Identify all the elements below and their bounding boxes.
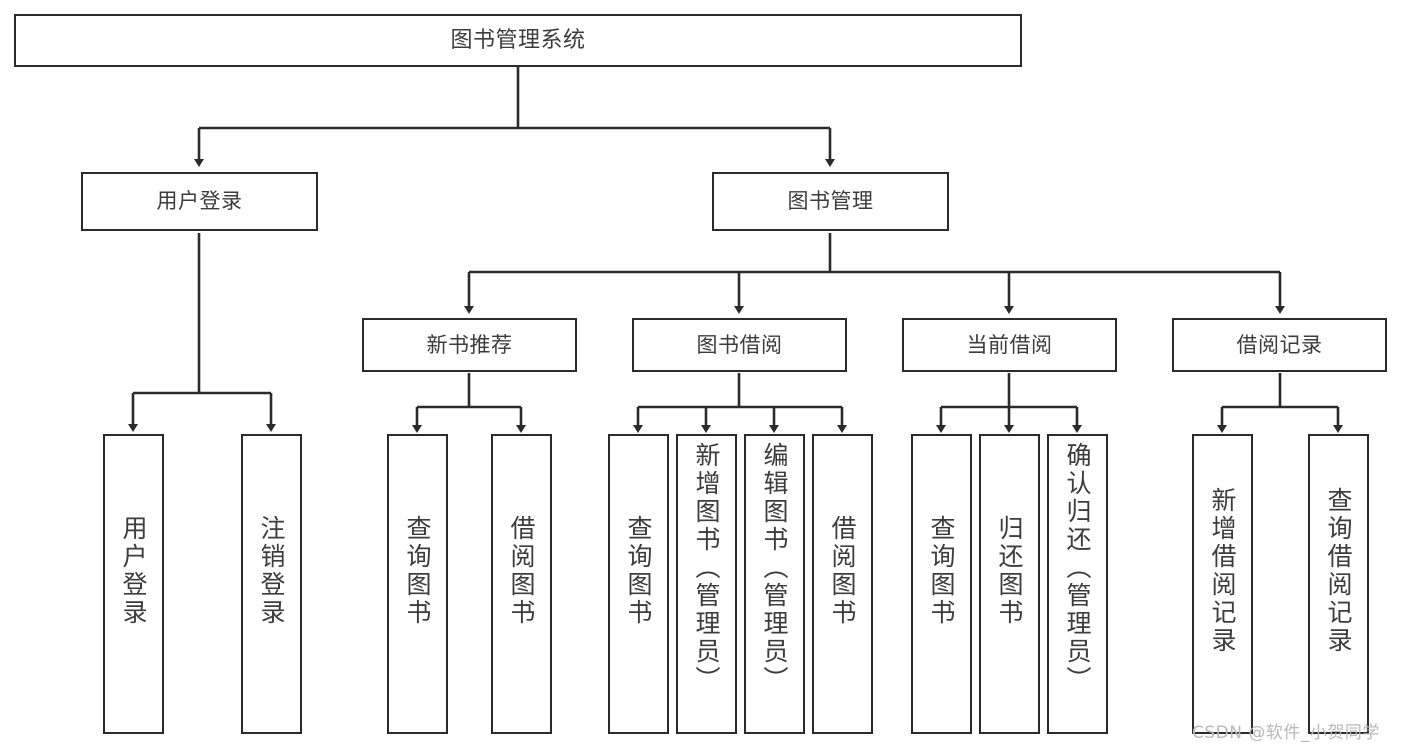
node-label: 图书借阅 (696, 332, 783, 357)
node-label: 新增借阅记录 (1208, 487, 1237, 655)
node-leaf-return-book[interactable]: 归还图书 (979, 434, 1040, 734)
node-label: 借阅记录 (1236, 332, 1323, 357)
node-book-borrow[interactable]: 图书借阅 (632, 318, 847, 372)
node-root-book-management-system[interactable]: 图书管理系统 (14, 14, 1022, 67)
node-label: 查询图书 (403, 515, 432, 627)
node-leaf-edit-book-admin[interactable]: 编辑图书（管理员） (744, 434, 805, 734)
node-book-manage[interactable]: 图书管理 (712, 172, 949, 231)
node-label: 注销登录 (257, 515, 286, 627)
node-new-book-recommend[interactable]: 新书推荐 (362, 318, 577, 372)
node-leaf-borrow-book-1[interactable]: 借阅图书 (491, 434, 552, 734)
node-label: 新增图书（管理员） (692, 442, 721, 694)
node-leaf-query-book-3[interactable]: 查询图书 (911, 434, 972, 734)
node-leaf-query-book-1[interactable]: 查询图书 (387, 434, 448, 734)
node-label: 借阅图书 (828, 515, 857, 627)
node-label: 查询图书 (927, 515, 956, 627)
node-label: 确认归还（管理员） (1063, 442, 1092, 694)
node-label: 图书管理 (787, 189, 874, 214)
node-label: 当前借阅 (966, 332, 1053, 357)
node-label: 查询借阅记录 (1324, 487, 1353, 655)
node-leaf-confirm-return-admin[interactable]: 确认归还（管理员） (1047, 434, 1108, 734)
node-label: 用户登录 (119, 515, 148, 627)
node-label: 借阅图书 (507, 515, 536, 627)
node-leaf-user-login[interactable]: 用户登录 (103, 434, 164, 734)
node-label: 图书管理系统 (450, 27, 586, 53)
node-borrow-record[interactable]: 借阅记录 (1172, 318, 1387, 372)
watermark-text: CSDN @软件_小贺同学 (1192, 723, 1380, 743)
node-leaf-add-borrow-record[interactable]: 新增借阅记录 (1192, 434, 1253, 734)
node-leaf-borrow-book-2[interactable]: 借阅图书 (812, 434, 873, 734)
node-leaf-query-borrow-record[interactable]: 查询借阅记录 (1308, 434, 1369, 734)
node-label: 新书推荐 (426, 332, 513, 357)
node-leaf-query-book-2[interactable]: 查询图书 (608, 434, 669, 734)
node-label: 查询图书 (624, 515, 653, 627)
node-label: 归还图书 (995, 515, 1024, 627)
node-leaf-add-book-admin[interactable]: 新增图书（管理员） (676, 434, 737, 734)
node-leaf-logout-login[interactable]: 注销登录 (241, 434, 302, 734)
node-label: 编辑图书（管理员） (760, 442, 789, 694)
node-label: 用户登录 (156, 189, 243, 214)
node-current-borrow[interactable]: 当前借阅 (902, 318, 1117, 372)
node-user-login[interactable]: 用户登录 (81, 172, 318, 231)
